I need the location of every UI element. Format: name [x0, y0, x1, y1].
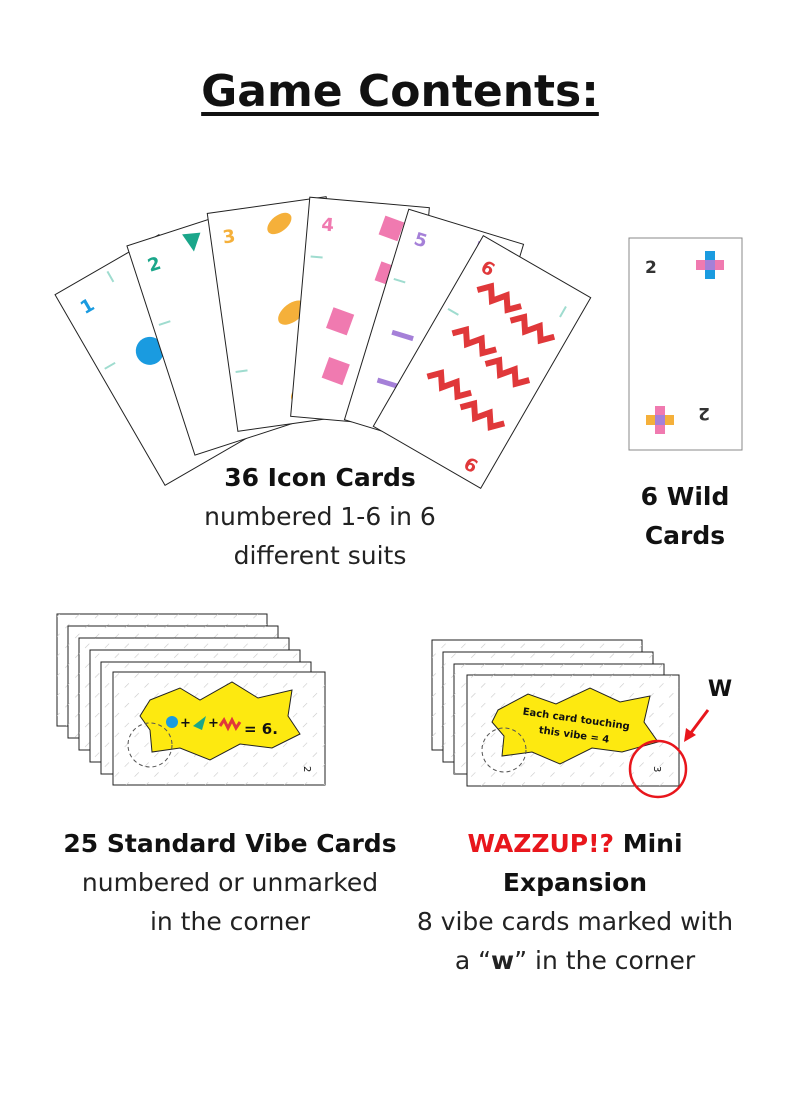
expansion-heading-rest: Mini: [614, 829, 683, 858]
standard-vibe-heading: 25 Standard Vibe Cards: [63, 829, 397, 858]
standard-vibe-line1: numbered or unmarked: [81, 868, 379, 897]
standard-vibe-line2: in the corner: [149, 907, 311, 936]
expansion-heading-red: WAZZUP!?: [467, 829, 615, 858]
expansion-caption: WAZZUP!? Mini Expansion 8 vibe cards mar…: [400, 824, 750, 980]
standard-vibe-corner: 2: [301, 766, 312, 772]
card-number: 3: [221, 226, 236, 249]
w-marker-label: W: [708, 677, 732, 702]
icon-card-6: 6 9: [372, 235, 592, 489]
svg-text:+: +: [208, 716, 219, 731]
icon-cards-heading: 36 Icon Cards: [224, 463, 416, 492]
expansion-line2-pre: a “: [454, 946, 492, 975]
standard-vibe-caption: 25 Standard Vibe Cards numbered or unmar…: [50, 824, 410, 941]
expansion-line2-post: ” in the corner: [514, 946, 696, 975]
svg-text:+: +: [180, 716, 191, 731]
standard-vibe-stack: + + = 6. 2: [56, 613, 326, 786]
plus-icon: [646, 406, 674, 434]
expansion-corner: 3: [651, 766, 662, 772]
icon-cards-caption: 36 Icon Cards numbered 1-6 in 6 differen…: [150, 458, 490, 575]
corner-highlight-circle: [628, 739, 688, 799]
wild-card-corner-bottom: 2: [698, 403, 710, 423]
card-number: 5: [411, 229, 429, 253]
wild-cards-line1: 6 Wild: [640, 482, 730, 511]
expansion-line2: a “w” in the corner: [400, 941, 750, 980]
wild-cards-caption: 6 Wild Cards: [610, 477, 760, 555]
plus-icon: [696, 251, 724, 279]
expansion-vibe-stack: Each card touching this vibe = 4 3 W: [431, 639, 732, 799]
expansion-line2-bold: w: [491, 946, 515, 975]
page-title: Game Contents:: [201, 66, 599, 117]
expansion-heading-line2: Expansion: [502, 868, 648, 897]
wild-card: 2 2: [628, 237, 743, 451]
wild-cards-line2: Cards: [644, 521, 726, 550]
expansion-line1: 8 vibe cards marked with: [416, 907, 734, 936]
icon-cards-line1: numbered 1-6 in 6: [204, 502, 436, 531]
card-number: 4: [321, 214, 335, 236]
icon-cards-line2: different suits: [233, 541, 407, 570]
icon-card-fan: 1 2 3 4: [54, 196, 592, 489]
arrow-icon: [688, 709, 710, 735]
equation-result: = 6.: [244, 720, 278, 738]
wild-card-corner-top: 2: [645, 258, 657, 278]
card-number: 2: [145, 253, 163, 277]
